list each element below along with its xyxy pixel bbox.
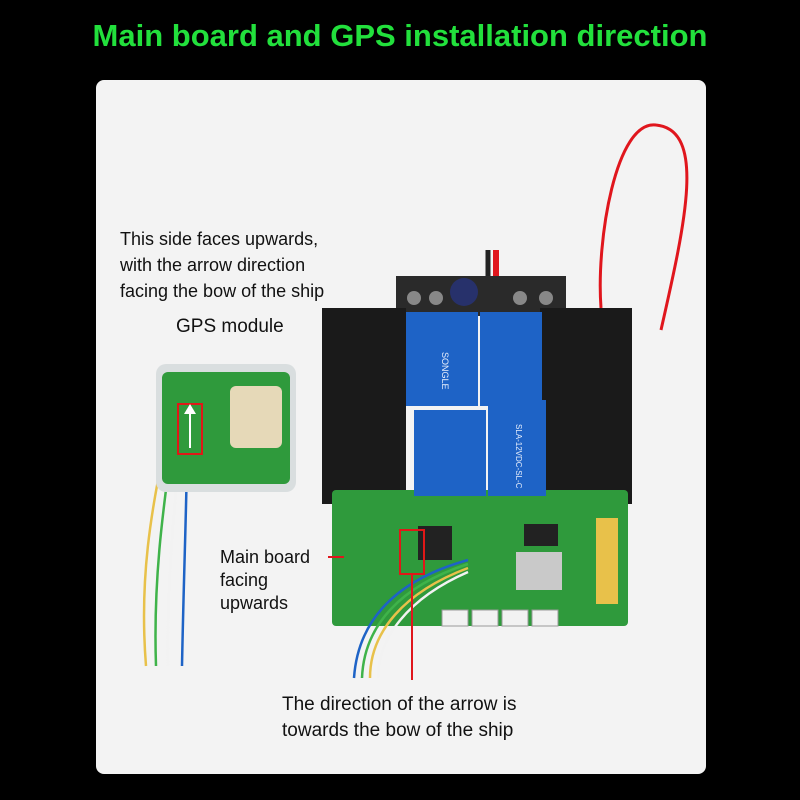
arrow-direction-caption-line1: The direction of the arrow is	[282, 694, 517, 715]
terminal-block	[396, 276, 566, 316]
arrow-direction-caption: The direction of the arrow is towards th…	[282, 692, 516, 744]
relay-4	[488, 400, 546, 496]
relay-brand-text: SONGLE	[440, 352, 450, 390]
wire-harness	[352, 558, 469, 679]
fuse-holder	[596, 518, 618, 604]
gps-side-caption: This side faces upwards, with the arrow …	[120, 226, 324, 304]
main-board-caption-line3: upwards	[220, 593, 289, 613]
capacitor	[450, 278, 478, 306]
gps-side-caption-line2: with the arrow direction	[120, 255, 306, 275]
gps-side-caption-line3: facing the bow of the ship	[120, 281, 325, 301]
main-board-caption-line1: Main board	[220, 547, 311, 567]
gps-side-caption-line1: This side faces upwards,	[120, 229, 319, 249]
red-wire-loop	[598, 123, 689, 331]
main-board-caption: Main board facing upwards	[220, 546, 310, 615]
relay-2	[480, 312, 542, 406]
connector-4	[531, 609, 559, 627]
product-photo-panel: SONGLE SLA-12VDC-SL-C	[96, 80, 706, 774]
relay-1	[406, 312, 478, 406]
headline: Main board and GPS installation directio…	[92, 18, 708, 53]
heatsink	[516, 552, 562, 590]
relay-model-text: SLA-12VDC-SL-C	[514, 424, 523, 489]
connector-3	[501, 609, 529, 627]
left-enclosure	[322, 308, 406, 504]
connector-2	[471, 609, 499, 627]
connector-1	[441, 609, 469, 627]
product-illustration: SONGLE SLA-12VDC-SL-C	[142, 123, 689, 680]
right-enclosure	[540, 308, 632, 504]
gps-antenna	[230, 386, 282, 448]
regulator	[524, 524, 558, 546]
relay-group	[406, 312, 546, 496]
arrow-direction-caption-line2: towards the bow of the ship	[282, 720, 514, 741]
relay-3	[414, 410, 486, 496]
main-board-caption-line2: facing	[220, 570, 269, 590]
gps-arrowhead-icon	[184, 404, 196, 414]
gps-module-label: GPS module	[176, 316, 284, 337]
main-board-pcb	[332, 490, 628, 626]
